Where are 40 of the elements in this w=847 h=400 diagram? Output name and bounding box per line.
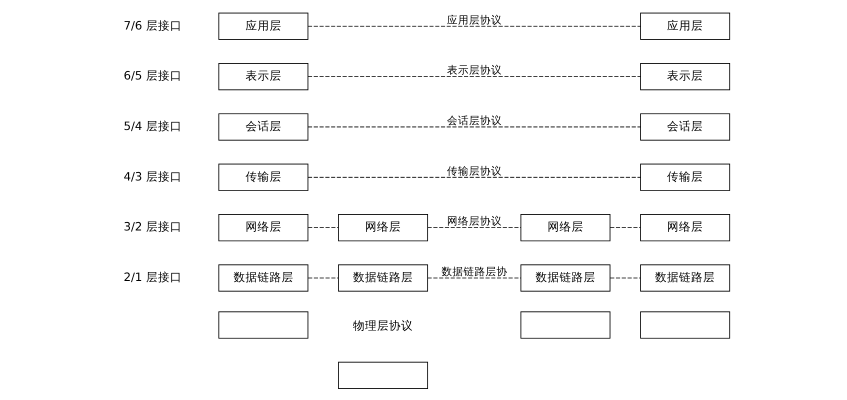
node-box: 表示层: [218, 63, 308, 90]
label: 6/5 层接口: [124, 68, 182, 83]
connector: [308, 227, 339, 228]
label: 5/4 层接口: [124, 119, 182, 134]
edge-label: 表示层协议: [446, 64, 502, 77]
node-box: 数据链路层: [218, 264, 308, 292]
edge-label: 会话层协议: [446, 114, 502, 127]
node-box: 表示层: [640, 63, 730, 90]
node-box: 数据链路层: [520, 264, 610, 292]
node-box: [338, 362, 428, 389]
node-box: [218, 311, 308, 339]
edge-label: 传输层协议: [446, 164, 502, 178]
node-box: 网络层: [640, 214, 730, 242]
node-box: [520, 311, 610, 339]
connector: [308, 126, 641, 128]
label: 2/1 层接口: [124, 270, 182, 284]
node-box: 会话层: [640, 113, 730, 141]
connector: [308, 176, 641, 178]
edge-label: 数据链路层协: [441, 265, 508, 278]
node-box: 传输层: [640, 164, 730, 191]
label: 3/2 层接口: [124, 220, 182, 234]
node-box: 数据链路层: [640, 264, 730, 292]
node-box: 网络层: [218, 214, 308, 242]
connector: [610, 227, 641, 228]
connector: [427, 227, 522, 228]
node-box: 传输层: [218, 164, 308, 191]
edge-label: 网络层协议: [446, 214, 502, 228]
edge-label: 应用层协议: [446, 13, 502, 26]
node-box: [640, 311, 730, 339]
label: 7/6 层接口: [124, 18, 182, 32]
label: 4/3 层接口: [124, 169, 182, 184]
node-box: 应用层: [218, 12, 308, 40]
label: 物理层协议: [353, 318, 414, 333]
node-box: 网络层: [338, 214, 428, 242]
node-box: 数据链路层: [338, 264, 428, 292]
connector: [308, 76, 641, 78]
node-box: 网络层: [520, 214, 610, 242]
connector: [308, 26, 641, 27]
node-box: 会话层: [218, 113, 308, 141]
node-box: 应用层: [640, 12, 730, 40]
